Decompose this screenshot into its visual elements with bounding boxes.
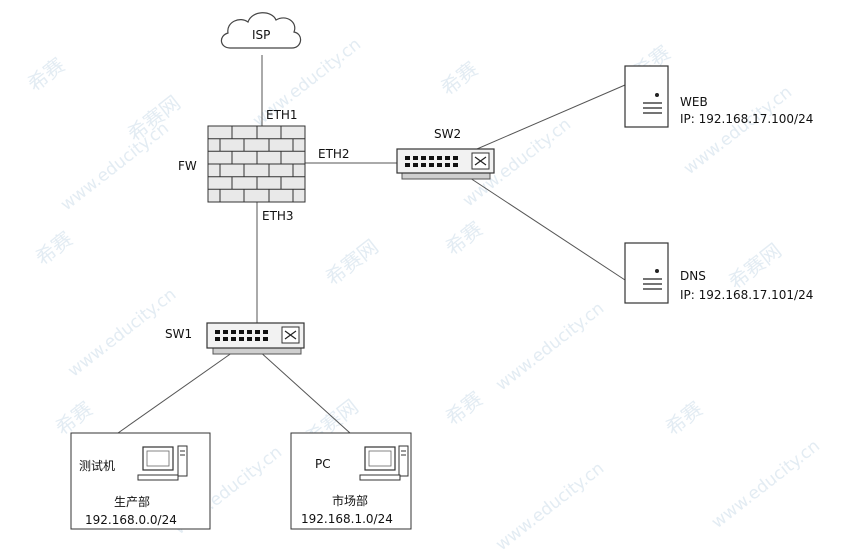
watermark-brand: 希赛	[436, 57, 482, 101]
watermark-short: 希赛网	[321, 234, 383, 290]
computer-icon	[137, 445, 188, 481]
watermark-site: www.educity.cn	[57, 118, 173, 215]
web-name: WEB	[680, 95, 708, 109]
market-subnet: 192.168.1.0/24	[301, 512, 393, 526]
watermark-brand: 希赛	[661, 397, 707, 441]
watermark-brand: 希赛	[441, 387, 487, 431]
link-sw2-dns	[469, 177, 626, 281]
production-dept-box: 测试机 生产部 192.168.0.0/24	[70, 432, 211, 530]
eth3-label: ETH3	[262, 209, 294, 223]
eth1-label: ETH1	[266, 108, 298, 122]
watermark-brand: 希赛	[23, 53, 69, 97]
watermark-site: www.educity.cn	[708, 436, 824, 533]
isp-label: ISP	[252, 28, 270, 42]
link-sw2-web	[469, 84, 626, 153]
dns-name: DNS	[680, 269, 706, 283]
links	[117, 55, 626, 434]
market-dept-label: 市场部	[332, 493, 368, 508]
watermark-site: www.educity.cn	[492, 458, 608, 553]
production-device-label: 测试机	[79, 458, 115, 473]
firewall-icon	[207, 125, 306, 203]
watermark-site: www.educity.cn	[64, 285, 180, 382]
dns-server-icon	[624, 242, 669, 304]
production-subnet: 192.168.0.0/24	[85, 513, 177, 527]
isp-cloud: ISP	[220, 12, 302, 49]
production-dept-label: 生产部	[114, 494, 150, 509]
fw-label: FW	[178, 159, 197, 173]
sw1-label: SW1	[165, 327, 192, 341]
watermark-site: www.educity.cn	[492, 298, 608, 395]
eth2-label: ETH2	[318, 147, 350, 161]
link-sw1-market	[257, 349, 351, 434]
link-sw1-production	[117, 349, 237, 434]
market-device-label: PC	[315, 457, 331, 471]
web-server-icon	[624, 65, 669, 128]
watermark-short: 希赛网	[724, 238, 786, 294]
market-dept-box: PC 市场部 192.168.1.0/24	[290, 432, 412, 530]
dns-ip: IP: 192.168.17.101/24	[680, 288, 813, 302]
watermark-brand: 希赛	[31, 227, 77, 271]
sw2-label: SW2	[434, 127, 461, 141]
computer-icon	[359, 445, 409, 481]
watermark-brand: 希赛	[441, 217, 487, 261]
sw2-switch-icon	[396, 148, 495, 180]
sw1-switch-icon	[206, 322, 305, 355]
web-ip: IP: 192.168.17.100/24	[680, 112, 813, 126]
